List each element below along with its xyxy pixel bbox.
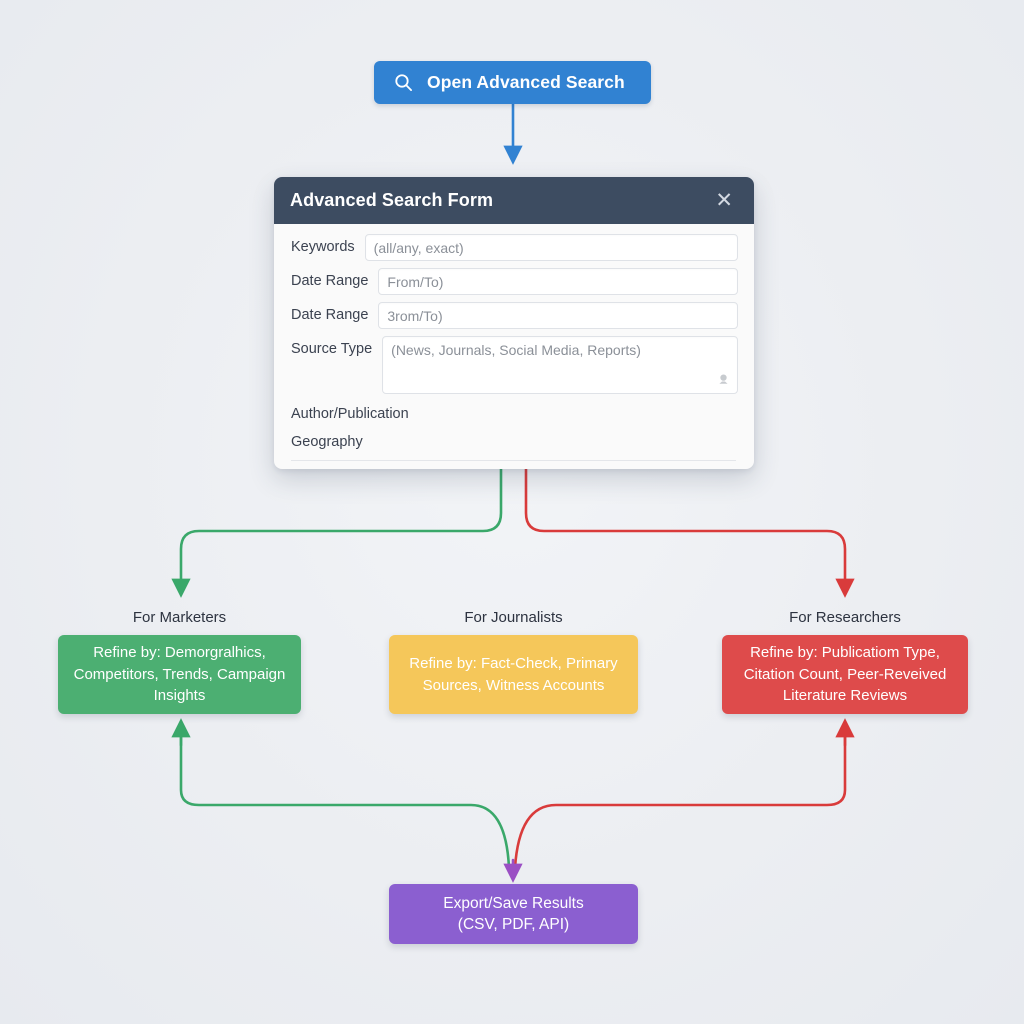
field-label-keywords: Keywords (291, 239, 355, 255)
search-icon (394, 73, 413, 92)
persona-box-journalists[interactable]: Refine by: Fact-Check, Primary Sources, … (389, 635, 638, 714)
source-type-placeholder: (News, Journals, Social Media, Reports) (391, 342, 641, 358)
export-line-2: (CSV, PDF, API) (457, 916, 570, 933)
form-field-source-type: Source Type (News, Journals, Social Medi… (291, 336, 738, 394)
persona-box-marketers[interactable]: Refine by: Demorgralhics, Competitors, T… (58, 635, 301, 714)
advanced-search-form: Advanced Search Form ✕ Keywords (all/any… (274, 177, 754, 469)
form-body: Keywords (all/any, exact) Date Range Fro… (274, 224, 754, 461)
export-line-1: Export/Save Results (443, 894, 584, 912)
field-label-source-type: Source Type (291, 341, 373, 357)
persona-title-journalists: For Journalists (464, 609, 563, 626)
field-label-date-range-2: Date Range (291, 307, 369, 323)
connector-form-to-researchers (524, 460, 855, 598)
form-header: Advanced Search Form ✕ (274, 177, 754, 224)
persona-title-marketers: For Marketers (132, 609, 227, 626)
open-advanced-search-button[interactable]: Open Advanced Search (374, 61, 651, 104)
source-type-textarea[interactable]: (News, Journals, Social Media, Reports) (382, 336, 738, 394)
field-label-date-range-1: Date Range (291, 273, 369, 289)
form-field-author-publication[interactable]: Author/Publication (291, 406, 409, 422)
form-title: Advanced Search Form (290, 190, 494, 210)
connector-form-to-marketers (171, 460, 503, 598)
form-field-geography[interactable]: Geography (291, 434, 363, 450)
connector-marketers-to-export (179, 727, 511, 870)
connector-researchers-to-export (513, 727, 847, 870)
form-field-date-range-1: Date Range From/To) (291, 268, 738, 295)
export-save-results-box[interactable]: Export/Save Results (CSV, PDF, API) (389, 884, 638, 944)
close-icon[interactable]: ✕ (715, 189, 733, 212)
resize-handle-icon[interactable] (717, 373, 730, 389)
persona-box-researchers[interactable]: Refine by: Publicatiom Type, Citation Co… (722, 635, 968, 714)
keywords-input[interactable]: (all/any, exact) (364, 234, 738, 261)
form-field-date-range-2: Date Range 3rom/To) (291, 302, 738, 329)
date-range-input-2[interactable]: 3rom/To) (378, 302, 738, 329)
form-field-keywords: Keywords (all/any, exact) (291, 234, 738, 261)
open-advanced-search-label: Open Advanced Search (427, 72, 625, 92)
form-divider (291, 460, 736, 461)
date-range-input-1[interactable]: From/To) (378, 268, 738, 295)
persona-title-researchers: For Researchers (789, 609, 901, 626)
